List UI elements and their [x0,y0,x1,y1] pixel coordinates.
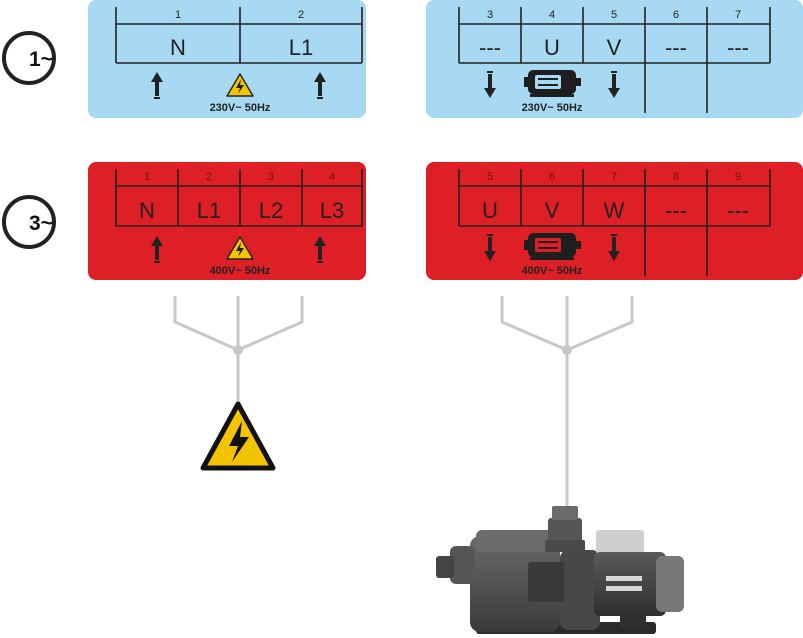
terminal-number: 5 [487,171,493,183]
terminal-number: 1 [144,171,150,183]
terminal-number: 3 [268,171,274,183]
supply-panel-single: 1 2 N L1 230V~ 50Hz [88,0,366,118]
terminal-label: L3 [320,198,344,223]
terminal-label: --- [479,35,501,60]
arrow-up-icon [314,236,326,263]
terminal-label: U [482,198,498,223]
terminal-label: L1 [197,198,221,223]
voltage-label: 400V~ 50Hz [522,265,583,277]
arrow-up-icon [314,72,326,99]
motor-panel-three: 5 6 7 8 9 U V W --- --- 400V~ 50Hz [426,162,803,280]
terminal-number: 5 [611,9,617,21]
wire-junction [562,345,572,355]
voltage-label: 230V~ 50Hz [522,102,583,114]
terminal-label: N [139,198,155,223]
terminal-label: W [604,198,625,223]
arrow-down-icon [484,234,496,261]
supply-panel-three: 1 2 3 4 N L1 L2 L3 400V~ 50Hz [88,162,366,280]
pump-icon [436,506,684,634]
terminal-number: 9 [735,171,741,183]
terminal-number: 8 [673,171,679,183]
terminal-number: 7 [735,9,741,21]
terminal-number: 2 [298,9,304,21]
supply-wires [173,296,304,406]
terminal-label: --- [665,35,687,60]
terminal-label: --- [727,35,749,60]
terminal-number: 2 [206,171,212,183]
phase-label-text: 1~ [29,48,53,71]
terminal-label: --- [727,198,749,223]
phase-label-text: 3~ [29,212,53,235]
arrow-down-icon [608,71,620,98]
arrow-down-icon [484,71,496,98]
terminal-label: V [607,35,622,60]
voltage-label: 230V~ 50Hz [210,102,271,114]
terminal-label: L1 [289,35,313,60]
terminal-number: 4 [329,171,335,183]
terminal-number: 4 [549,9,555,21]
terminal-label: --- [665,198,687,223]
arrow-down-icon [608,234,620,261]
wire-junction [233,345,243,355]
terminal-number: 1 [175,9,181,21]
motor-panel-single: 3 4 5 6 7 --- U V --- --- 230V~ 50Hz [426,0,803,118]
terminal-number: 7 [611,171,617,183]
terminal-number: 6 [549,171,555,183]
terminal-label: N [170,35,186,60]
warning-icon [226,73,254,97]
terminal-label: V [545,198,560,223]
warning-icon [226,236,254,260]
terminal-label: U [544,35,560,60]
motor-wires [500,296,634,506]
motor-icon [524,70,581,97]
high-voltage-warning-icon [200,401,276,471]
arrow-up-icon [151,72,163,99]
terminal-number: 6 [673,9,679,21]
arrow-up-icon [151,236,163,263]
phase-label-three: 3~ [2,195,56,249]
phase-label-single: 1~ [2,31,56,85]
voltage-label: 400V~ 50Hz [210,265,271,277]
terminal-label: L2 [259,198,283,223]
terminal-number: 3 [487,9,493,21]
motor-icon [524,233,581,260]
